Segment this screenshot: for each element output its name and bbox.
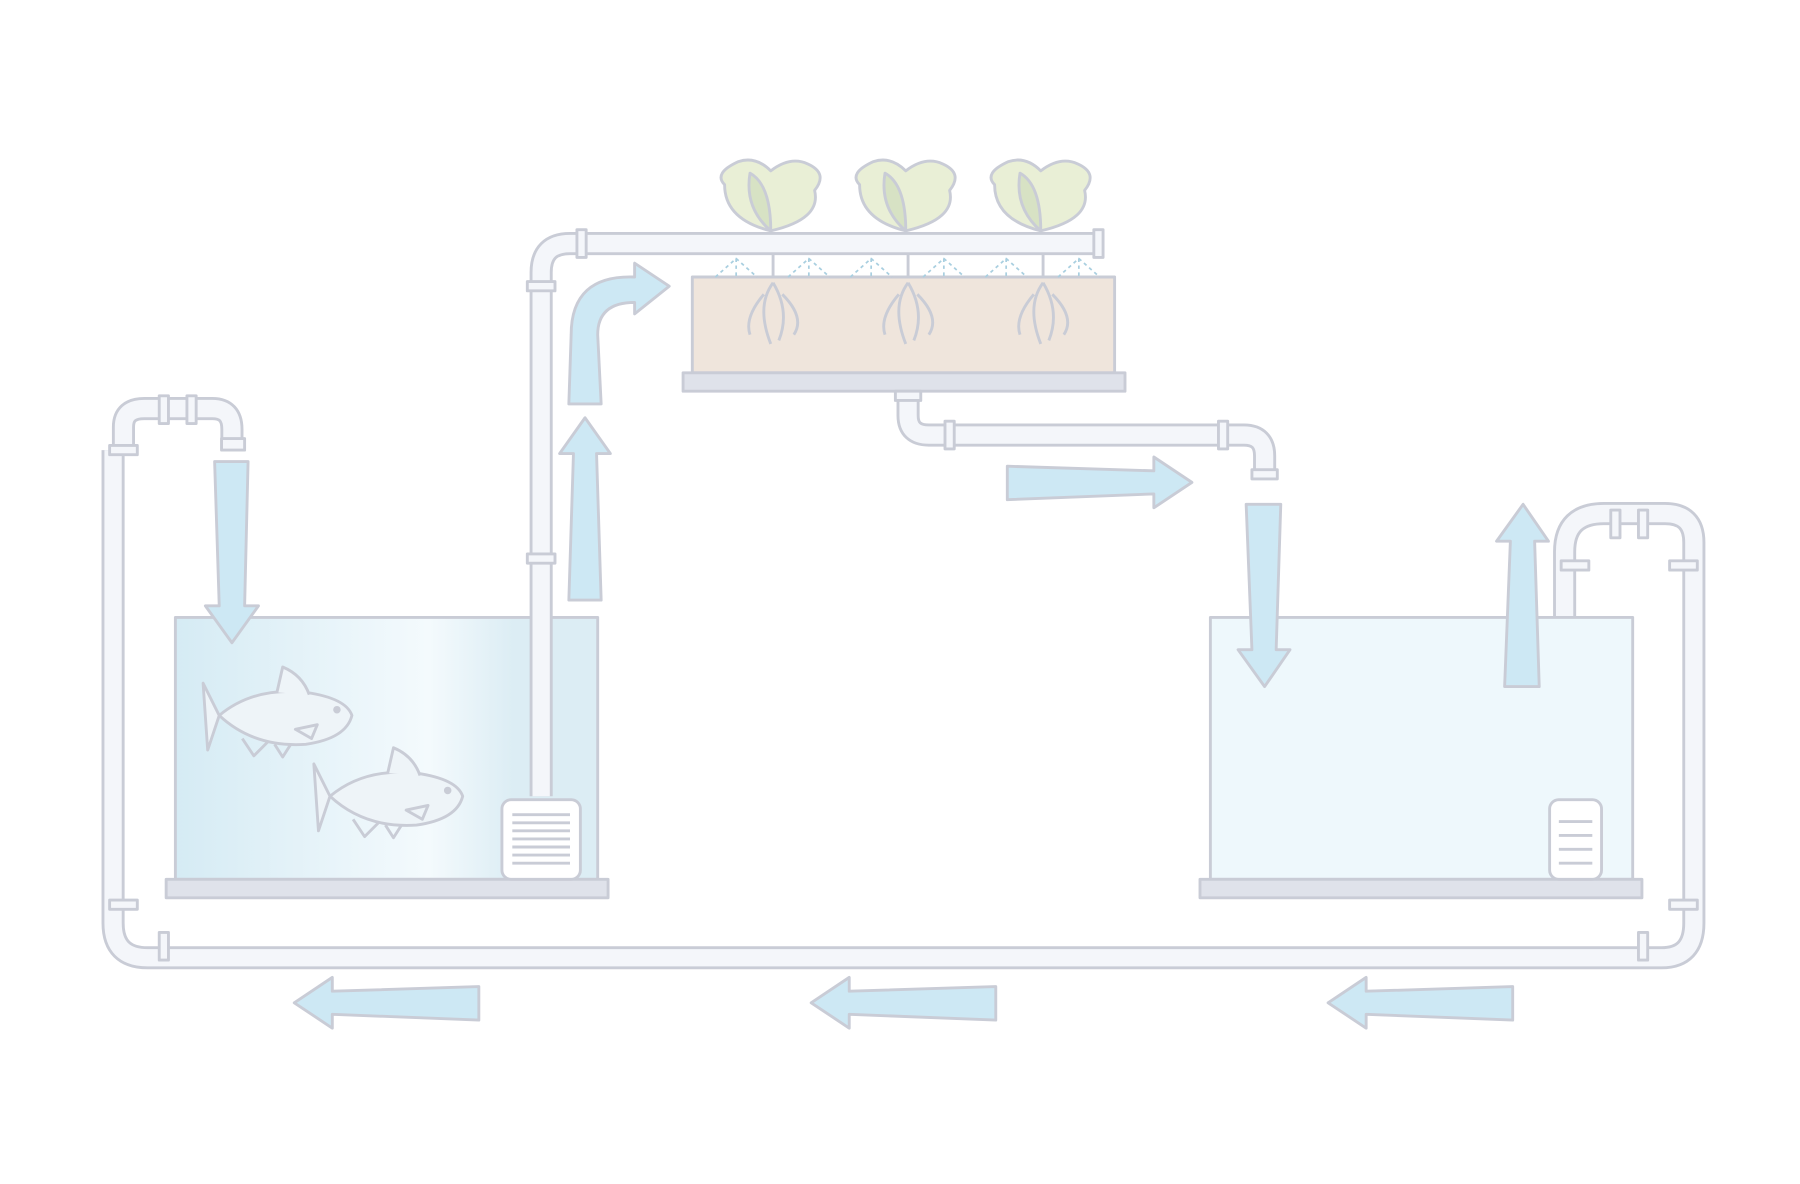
return-pipe <box>101 394 1706 970</box>
supply-pipe <box>525 228 1105 797</box>
fish-icon <box>312 746 465 840</box>
flow-arrow-icon <box>1326 975 1515 1030</box>
flow-arrow-icon <box>1495 502 1550 689</box>
flow-arrow-icon <box>203 460 260 645</box>
spray-nozzle-icon <box>714 257 1101 278</box>
flow-arrow-icon <box>1005 455 1194 510</box>
roots-icon <box>747 281 1070 345</box>
flow-arrow-icon <box>292 975 481 1030</box>
lettuce-icon <box>719 158 822 233</box>
pump-icon <box>1548 798 1603 881</box>
grow-bed <box>681 253 1127 393</box>
lettuce-icon <box>854 158 957 233</box>
lettuce-icon <box>989 158 1092 233</box>
flow-arrow-icon <box>1236 502 1292 689</box>
flow-arrow-icon <box>558 416 612 602</box>
flow-arrow-icon <box>567 261 671 406</box>
fish-icon <box>201 665 354 759</box>
flow-arrow-icon <box>809 975 998 1030</box>
drain-pipe <box>893 389 1279 481</box>
pump-icon <box>500 798 582 881</box>
